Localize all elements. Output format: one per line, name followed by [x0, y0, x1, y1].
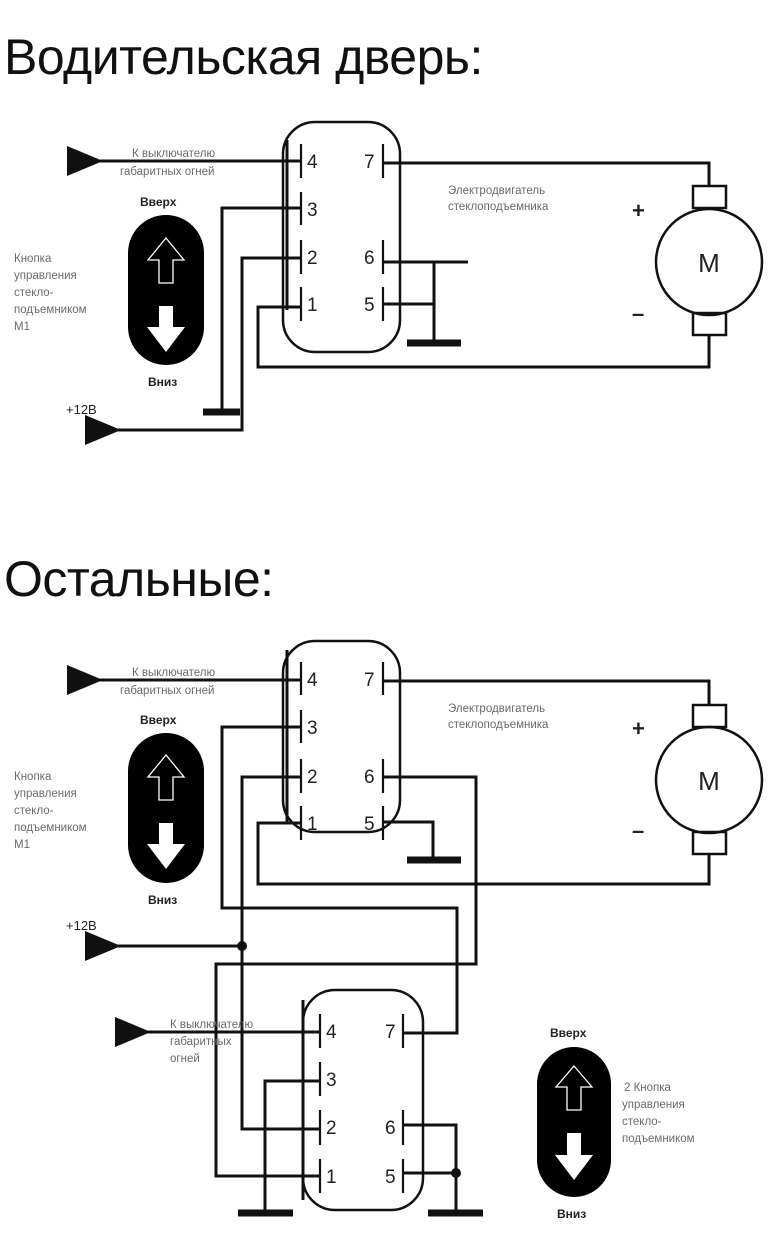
- section-title-driver-door: Водительская дверь:: [4, 29, 483, 85]
- up-label: Вверх: [140, 195, 177, 209]
- arrow-down-icon: [555, 1133, 593, 1180]
- section-title-other-doors: Остальные:: [4, 551, 274, 607]
- window-control-button[interactable]: [128, 215, 204, 365]
- arrow-up-icon: [146, 753, 186, 801]
- pin-4: 4: [307, 670, 318, 691]
- svg-text:стекло-: стекло-: [14, 287, 54, 299]
- switch-block: [281, 120, 402, 354]
- switch-block: [281, 639, 402, 834]
- svg-text:стекло-: стекло-: [14, 805, 54, 817]
- diagram-other-doors: 4 3 2 1 7 6 5 4 3 2 1 7 6 5: [14, 639, 764, 1221]
- svg-text:М1: М1: [14, 321, 30, 333]
- up-label: Вверх: [140, 713, 177, 727]
- lights-switch-label: К выключателю: [132, 148, 216, 160]
- pin-3: 3: [307, 718, 318, 739]
- pin-2: 2: [326, 1118, 337, 1139]
- arrow-up-icon: [554, 1065, 594, 1111]
- lights-switch-label: габаритных огней: [120, 166, 214, 178]
- pin-2: 2: [307, 248, 318, 269]
- pin-1: 1: [307, 814, 318, 835]
- wires: [67, 650, 711, 1217]
- svg-text:Кнопка: Кнопка: [14, 253, 52, 265]
- down-label: Вниз: [148, 375, 177, 389]
- svg-text:управления: управления: [14, 270, 77, 282]
- svg-text:М1: М1: [14, 839, 30, 851]
- pin-5: 5: [364, 814, 375, 835]
- motor: M: [654, 184, 764, 337]
- minus-sign: –: [632, 818, 644, 843]
- arrow-down-icon: [147, 823, 185, 869]
- motor-label: стеклоподъемника: [448, 719, 549, 731]
- lights-switch-label-2: огней: [170, 1053, 200, 1065]
- pin-2: 2: [307, 767, 318, 788]
- svg-text:подъемником: подъемником: [622, 1133, 695, 1145]
- pin-5: 5: [385, 1167, 396, 1188]
- pin-4: 4: [307, 152, 318, 173]
- up-label-2: Вверх: [550, 1026, 587, 1040]
- pin-4: 4: [326, 1022, 337, 1043]
- down-label: Вниз: [148, 893, 177, 907]
- motor: M: [654, 703, 764, 856]
- pin-1: 1: [307, 295, 318, 316]
- svg-text:управления: управления: [14, 788, 77, 800]
- pin-1: 1: [326, 1167, 337, 1188]
- pin-5: 5: [364, 295, 375, 316]
- wires: [67, 140, 711, 445]
- svg-text:подъемником: подъемником: [14, 822, 87, 834]
- svg-text:подъемником: подъемником: [14, 304, 87, 316]
- motor-symbol: M: [698, 248, 720, 278]
- minus-sign: –: [632, 301, 644, 326]
- window-control-button[interactable]: [128, 733, 204, 883]
- lights-switch-label: габаритных огней: [120, 685, 214, 697]
- svg-text:стекло-: стекло-: [622, 1116, 662, 1128]
- pin-7: 7: [364, 670, 375, 691]
- lights-switch-label-2: К выключателю: [170, 1019, 254, 1031]
- pin-6: 6: [385, 1118, 396, 1139]
- plus-sign: +: [632, 716, 645, 741]
- button-label: Кнопка управления стекло- подъемником М1: [14, 771, 87, 851]
- window-control-button-2[interactable]: [537, 1047, 611, 1197]
- button-label: Кнопка управления стекло- подъемником М1: [14, 253, 87, 333]
- pin-6: 6: [364, 767, 375, 788]
- arrow-up-icon: [146, 236, 186, 284]
- motor-label: Электродвигатель: [448, 703, 545, 715]
- power-label: +12В: [66, 918, 97, 933]
- button-label-2: 2 Кнопка управления стекло- подъемником: [622, 1082, 695, 1145]
- motor-label: Электродвигатель: [448, 185, 545, 197]
- arrow-down-icon: [147, 306, 185, 352]
- motor-symbol: M: [698, 766, 720, 796]
- lights-switch-label-2: габаритных: [170, 1036, 232, 1048]
- down-label-2: Вниз: [557, 1207, 586, 1221]
- svg-text:Кнопка: Кнопка: [14, 771, 52, 783]
- pin-7: 7: [385, 1022, 396, 1043]
- svg-text:управления: управления: [622, 1099, 685, 1111]
- pin-6: 6: [364, 248, 375, 269]
- pin-3: 3: [326, 1070, 337, 1091]
- motor-label: стеклоподъемника: [448, 201, 549, 213]
- lights-switch-label: К выключателю: [132, 667, 216, 679]
- svg-text:2 Кнопка: 2 Кнопка: [624, 1082, 672, 1094]
- plus-sign: +: [632, 198, 645, 223]
- pin-7: 7: [364, 152, 375, 173]
- power-label: +12В: [66, 402, 97, 417]
- pin-3: 3: [307, 200, 318, 221]
- diagram-driver-door: 4 3 2 1 7 6 5: [14, 120, 764, 445]
